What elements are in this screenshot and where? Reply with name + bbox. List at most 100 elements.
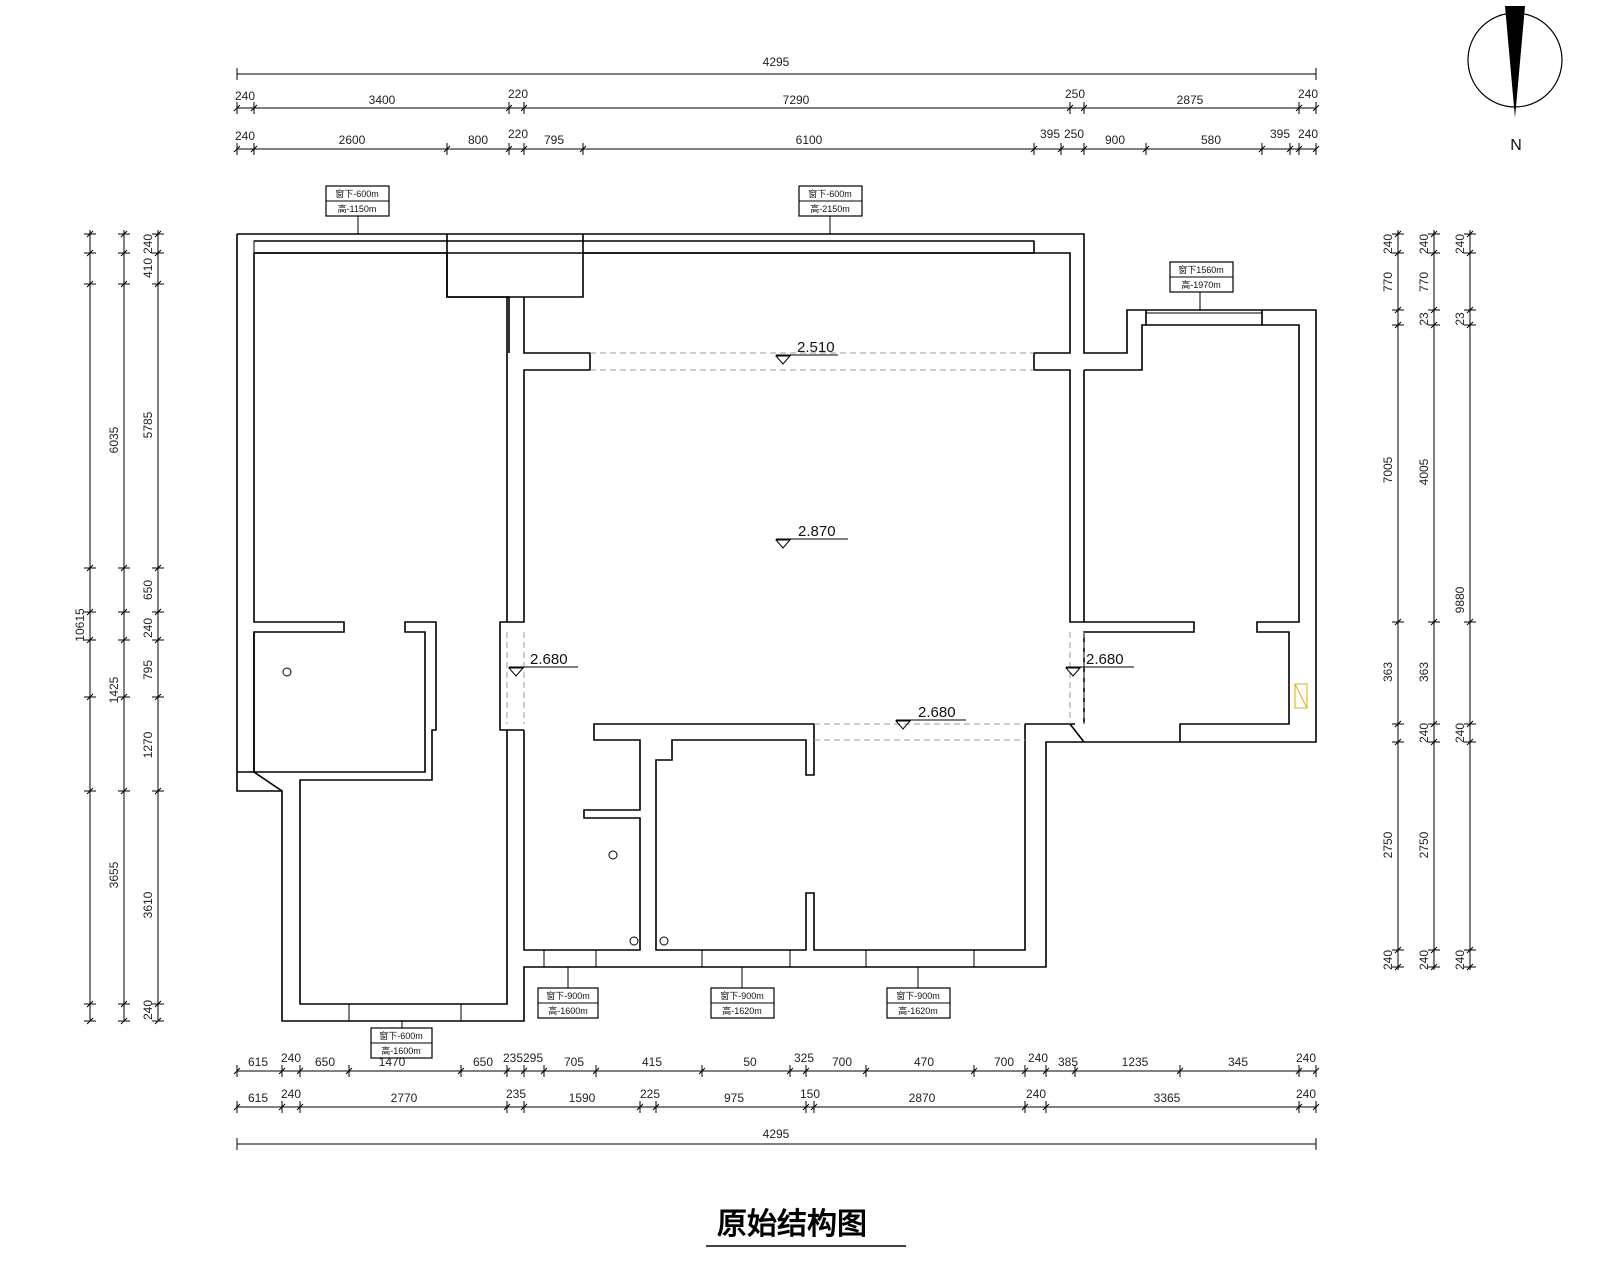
- dimension-tick: [970, 1067, 978, 1075]
- dimension-tick: [233, 1067, 241, 1075]
- dimension-tick: [1080, 104, 1088, 112]
- dimension-tick: [636, 1103, 644, 1111]
- dimension-tick: [1295, 145, 1303, 153]
- dimension-tick: [1042, 1103, 1050, 1111]
- dim-left-outer-0: 6035: [107, 426, 121, 453]
- dimension-tick: [457, 1067, 465, 1075]
- dim-bot-r1-14: 240: [1028, 1051, 1048, 1065]
- elevation-marker: 2.870: [774, 523, 848, 549]
- dimension-tick: [1295, 104, 1303, 112]
- window-tag-line2: 高-1600m: [548, 1005, 588, 1016]
- dim-bot-r2-7: 150: [800, 1087, 820, 1101]
- dimension-tick: [345, 1067, 353, 1075]
- dimension-tick: [86, 280, 94, 288]
- north-label: N: [1510, 137, 1522, 154]
- window-bottom-2: [701, 949, 791, 968]
- dim-bot-r1-6: 295: [523, 1051, 543, 1065]
- dimension-tick: [250, 104, 258, 112]
- dimension-tick: [540, 1067, 548, 1075]
- dimension-tick: [1394, 321, 1402, 329]
- dim-bot-r1-16: 1235: [1122, 1055, 1149, 1069]
- window-right-top: [1145, 312, 1263, 326]
- dim-left-inner-6: 1270: [141, 731, 155, 758]
- walls: [236, 233, 1317, 1022]
- dim-top-r1-6: 240: [1298, 87, 1318, 101]
- window-bottom-1: [543, 949, 597, 968]
- dimension-tick: [154, 230, 162, 238]
- dim-right-inner-3: 4005: [1417, 458, 1431, 485]
- dimension-tick: [1312, 1067, 1320, 1075]
- dimension-tick: [1430, 230, 1438, 238]
- outer-wall: [236, 233, 1317, 1022]
- window-tag-line2: 高-1600m: [381, 1045, 421, 1056]
- dimension-tick: [250, 145, 258, 153]
- dimension-tick: [86, 636, 94, 644]
- dimension-tick: [1030, 145, 1038, 153]
- dimension-tick: [1312, 145, 1320, 153]
- right-dimensions: 240 770 7005 363 2750 240 240 770 23 400…: [1381, 230, 1476, 971]
- dimension-tick: [1430, 249, 1438, 257]
- dimension-tick: [1042, 1067, 1050, 1075]
- dimension-tick: [1295, 1067, 1303, 1075]
- dim-top-r1-5: 2875: [1177, 93, 1204, 107]
- dim-bot-r1-9: 50: [743, 1055, 757, 1069]
- dim-bot-r2-8: 2870: [909, 1091, 936, 1105]
- dimension-tick: [505, 104, 513, 112]
- dim-right-inner-7: 240: [1417, 950, 1431, 970]
- dim-left-inner-1: 410: [141, 258, 155, 278]
- dim-top-r2-8: 900: [1105, 133, 1125, 147]
- dimension-tick: [1466, 306, 1474, 314]
- dimension-tick: [862, 1067, 870, 1075]
- dimension-tick: [1021, 1067, 1029, 1075]
- dimension-tick: [505, 145, 513, 153]
- dimension-tick: [520, 145, 528, 153]
- dimension-tick: [443, 145, 451, 153]
- dimension-tick: [802, 1103, 810, 1111]
- dim-bot-r1-17: 345: [1228, 1055, 1248, 1069]
- openings: [506, 352, 1085, 741]
- dimension-tick: [1430, 946, 1438, 954]
- dimension-tick: [86, 1000, 94, 1008]
- dimension-tick: [1430, 321, 1438, 329]
- dimension-tick: [86, 1017, 94, 1025]
- dim-right-total-1: 23: [1453, 312, 1467, 326]
- dimension-tick: [1066, 104, 1074, 112]
- window-tag-line1: 窗下-600m: [808, 188, 852, 199]
- dim-top-total: 4295: [763, 55, 790, 69]
- elevation-label: 2.680: [1086, 651, 1124, 668]
- dim-top-r2-5: 6100: [796, 133, 823, 147]
- dimension-tick: [154, 564, 162, 572]
- dim-bot-r1-12: 470: [914, 1055, 934, 1069]
- north-compass: N: [1467, 6, 1563, 154]
- dimension-tick: [154, 1000, 162, 1008]
- dim-right-outer-2: 7005: [1381, 456, 1395, 483]
- dimension-tick: [120, 636, 128, 644]
- dimension-tick: [120, 693, 128, 701]
- dim-bot-r1-5: 235: [503, 1051, 523, 1065]
- window-tag-line1: 窗下-600m: [379, 1030, 423, 1041]
- dimension-tick: [154, 1017, 162, 1025]
- dim-top-r1-4: 250: [1065, 87, 1085, 101]
- dimension-tick: [1466, 720, 1474, 728]
- dimension-tick: [1021, 1103, 1029, 1111]
- dimension-tick: [802, 1067, 810, 1075]
- dim-top-r1-1: 3400: [369, 93, 396, 107]
- dimension-tick: [1466, 321, 1474, 329]
- dim-right-outer-0: 240: [1381, 234, 1395, 254]
- dimension-tick: [1430, 738, 1438, 746]
- dimension-tick: [233, 104, 241, 112]
- dim-right-inner-1: 770: [1417, 272, 1431, 292]
- window-tag: 窗下-600m 高-2150m: [798, 185, 863, 234]
- dimension-tick: [1286, 145, 1294, 153]
- dim-left-outer-2: 3655: [107, 861, 121, 888]
- dim-left-outer-1: 1425: [107, 676, 121, 703]
- elevation-marker: 2.680: [1064, 651, 1134, 677]
- dim-bot-r2-5: 225: [640, 1087, 660, 1101]
- dim-left-total: 10615: [73, 608, 87, 642]
- dimension-tick: [86, 230, 94, 238]
- dimension-tick: [503, 1067, 511, 1075]
- dim-bot-r1-0: 615: [248, 1055, 268, 1069]
- dim-top-r2-9: 580: [1201, 133, 1221, 147]
- north-arrow-icon: [1505, 6, 1525, 118]
- window-tag: 窗下-900m 高-1620m: [710, 967, 775, 1019]
